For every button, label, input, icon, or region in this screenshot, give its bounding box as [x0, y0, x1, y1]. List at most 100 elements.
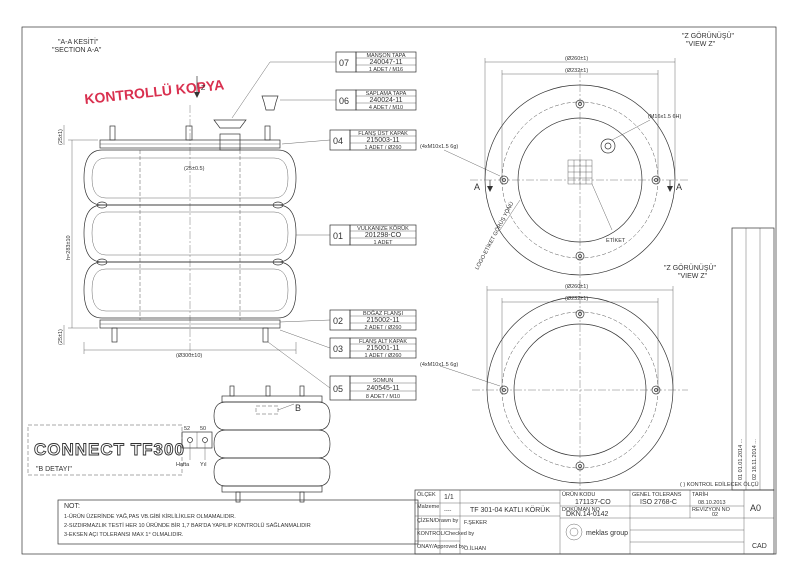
detail-num2: 50	[200, 426, 206, 432]
connect-logo: CONNECT TF300	[34, 440, 185, 459]
document-label: DOKÜMAN NO	[562, 506, 601, 513]
svg-text:05: 05	[333, 384, 343, 394]
scale-value: 1/1	[444, 494, 454, 501]
material-label: Malzeme	[417, 504, 439, 510]
callout-07: 07 MANŞON TAPA 240047-11 1 ADET / M16	[231, 51, 417, 119]
control-note: ( ) KONTROL EDİLECEK ÖLÇÜ	[680, 481, 759, 488]
center-hole-dimension: (M16x1.5 6H)	[648, 114, 681, 120]
scale-label: ÖLÇEK	[417, 491, 436, 498]
top-plan-view	[443, 58, 690, 290]
view-z-top-line1: "Z GÖRÜNÜŞÜ"	[682, 32, 735, 40]
svg-text:07: 07	[339, 58, 349, 68]
drawing-title: TF 301-04 KATLI KÖRÜK	[470, 506, 550, 514]
tolerance-label: GENEL TOLERANS	[632, 492, 682, 498]
svg-text:2 ADET / Ø260: 2 ADET / Ø260	[365, 325, 402, 331]
svg-text:1 ADET: 1 ADET	[374, 240, 394, 246]
svg-text:8 ADET / M10: 8 ADET / M10	[366, 394, 400, 400]
date-value: 08.10.2013	[698, 500, 726, 506]
detail-b-label: "B DETAYI"	[36, 466, 72, 473]
bellows-section	[63, 105, 297, 355]
revision-row-1: 01 01.01.2014 ...	[738, 438, 744, 480]
drawn-label: ÇİZEN/Drawn by	[417, 517, 459, 524]
view-z-top-line2: "VIEW Z"	[686, 41, 716, 48]
svg-text:06: 06	[339, 96, 349, 106]
company-name: meklas group	[586, 530, 628, 537]
section-mark-left: A	[474, 182, 480, 192]
revision-value: 02	[712, 512, 718, 518]
drawn-value: F.ŞEKER	[464, 520, 487, 526]
left-bottom-dimension: (25±1)	[58, 329, 64, 345]
revision-row-2: 02 18.11.2014 ...	[752, 439, 758, 480]
notes-box	[57, 499, 419, 545]
note-2: 2-SIZDIRMAZLIK TESTİ HER 10 ÜRÜNDE BİR 1…	[64, 522, 311, 529]
detail-b-box: CONNECT TF300	[27, 424, 213, 476]
section-label-line2: "SECTION A-A"	[52, 47, 102, 54]
svg-text:FLANŞ ÜST KAPAK: FLANŞ ÜST KAPAK	[358, 130, 408, 137]
document-value: DKN.14-0142	[566, 511, 609, 518]
callout-03: 03 FLANŞ ALT KAPAK 215001-11 1 ADET / Ø2…	[279, 329, 417, 359]
svg-text:01: 01	[333, 231, 343, 241]
callout-05: 05 SOMUN 240545-11 8 ADET / M10	[267, 341, 417, 401]
svg-text:1 ADET / Ø260: 1 ADET / Ø260	[365, 353, 402, 359]
callout-04: 04 FLANŞ ÜST KAPAK 215003-11 1 ADET / Ø2…	[281, 129, 417, 151]
tolerance-value: ISO 2768-C	[640, 499, 677, 506]
detail-num1: 52	[184, 426, 190, 432]
small-bellows-view	[213, 385, 331, 503]
height-dimension: h=283±10	[66, 235, 72, 260]
bolts-dimension: (4xM10x1.5 6g)	[420, 144, 458, 150]
bottom-bolts-dimension: (4xM10x1.5 6g)	[420, 362, 458, 368]
date-label: TARİH	[692, 491, 708, 498]
checked-label: KONTROL/Checked by	[417, 531, 474, 537]
z-arrowhead	[194, 92, 200, 98]
svg-text:MANŞON TAPA: MANŞON TAPA	[366, 53, 405, 59]
approved-value: Ö.İLHAN	[464, 545, 486, 552]
stud-cap-icon	[261, 95, 279, 111]
svg-text:215001-11: 215001-11	[367, 345, 400, 352]
notes-title: NOT:	[64, 503, 80, 510]
week-label: Hafta	[176, 462, 190, 468]
svg-text:1 ADET / M16: 1 ADET / M16	[369, 67, 403, 73]
svg-text:4 ADET / M10: 4 ADET / M10	[369, 105, 403, 111]
bottom-plan-view	[439, 282, 688, 496]
bottom-width-dimension: (Ø300±10)	[176, 353, 202, 359]
note-1: 1-ÜRÜN ÜZERİNDE YAĞ,PAS VB.GİBİ KİRLİLİK…	[64, 513, 236, 520]
svg-text:215003-11: 215003-11	[367, 137, 400, 144]
code-label: ÜRÜN KODU	[562, 491, 595, 498]
callout-06: 06 SAPLAMA TAPA 240024-11 4 ADET / M10	[280, 89, 417, 111]
svg-text:VULKANİZE KÖRÜK: VULKANİZE KÖRÜK	[357, 225, 409, 232]
logo-etiket-label: LOGO-ETİKET GÖRÜŞ YÖNÜ	[474, 201, 516, 271]
section-mark-right: A	[676, 182, 682, 192]
svg-text:03: 03	[333, 344, 343, 354]
sheet-size: A0	[750, 503, 761, 513]
svg-text:240545-11: 240545-11	[367, 385, 400, 392]
drawing-frame	[21, 26, 777, 555]
svg-text:04: 04	[333, 136, 343, 146]
revision-label: REVİZYON NO	[692, 506, 731, 513]
svg-text:02: 02	[333, 316, 343, 326]
z-marker: Z	[201, 85, 206, 92]
bottom-pcd-dimension: (Ø232±1)	[565, 296, 588, 302]
cad-mark: CAD	[752, 543, 767, 550]
svg-text:215002-11: 215002-11	[367, 317, 400, 324]
title-block	[414, 489, 775, 555]
svg-text:BOĞAZ FLANŞI: BOĞAZ FLANŞI	[363, 310, 404, 317]
material-value: ----	[444, 508, 451, 514]
svg-text:201298-CO: 201298-CO	[365, 232, 402, 239]
detail-b-marker: B	[295, 403, 301, 413]
view-z-bottom-line1: "Z GÖRÜNÜŞÜ"	[664, 264, 717, 272]
approved-label: ONAY/Approved by	[417, 544, 465, 550]
left-top-dimension: (25±1)	[58, 129, 64, 145]
center-top-dimension: (25±0.5)	[184, 166, 205, 172]
svg-text:240047-11: 240047-11	[370, 59, 403, 66]
callout-02: 02 BOĞAZ FLANŞI 215002-11 2 ADET / Ø260	[279, 309, 417, 331]
callout-01: 01 VULKANİZE KÖRÜK 201298-CO 1 ADET	[296, 224, 417, 246]
svg-text:SOMUN: SOMUN	[373, 378, 394, 384]
note-3: 3-EKSEN AÇI TOLERANSI MAX 1° OLMALIDIR.	[64, 532, 184, 538]
code-value: 171137-CO	[575, 499, 611, 506]
section-label-line1: "A-A KESİTİ"	[58, 37, 99, 46]
etiket-label: ETİKET	[606, 237, 626, 244]
pcd-dimension: (Ø232±1)	[565, 68, 588, 74]
svg-text:1 ADET / Ø260: 1 ADET / Ø260	[365, 145, 402, 151]
svg-text:FLANŞ ALT KAPAK: FLANŞ ALT KAPAK	[359, 339, 407, 345]
